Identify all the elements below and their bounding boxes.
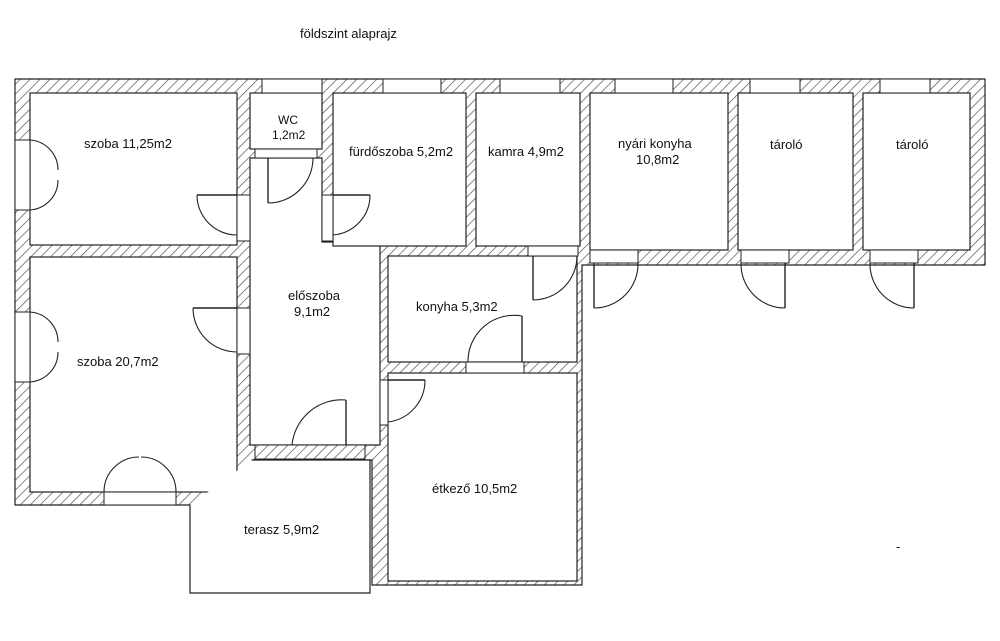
terrace-step — [254, 444, 366, 460]
label-furdoszoba: fürdőszoba 5,2m2 — [349, 144, 453, 159]
window-casement-lower — [29, 311, 59, 383]
window — [103, 491, 177, 506]
room-szoba-large — [29, 256, 238, 493]
window — [614, 78, 674, 94]
room-nyari-konyha — [589, 92, 729, 251]
door-szoba-large — [192, 307, 251, 355]
door-nyari-konyha — [589, 249, 639, 309]
window — [499, 78, 561, 94]
label-konyha: konyha 5,3m2 — [416, 299, 498, 314]
stray-dash: - — [896, 539, 900, 554]
label-eloszoba-area: 9,1m2 — [294, 304, 330, 319]
door-furdoszoba — [321, 194, 371, 242]
label-nyari-konyha: nyári konyha — [618, 136, 692, 151]
label-etkezo: étkező 10,5m2 — [432, 481, 517, 496]
window — [879, 78, 931, 94]
room-etkezo — [387, 372, 578, 582]
door-tarolo-1 — [740, 249, 790, 309]
window — [382, 78, 442, 94]
door-tarolo-2 — [869, 249, 919, 309]
label-nyari-konyha-area: 10,8m2 — [636, 152, 679, 167]
label-tarolo-1: tároló — [770, 137, 803, 152]
room-tarolo-1 — [737, 92, 854, 251]
window — [261, 78, 323, 94]
label-tarolo-2: tároló — [896, 137, 929, 152]
room-furdoszoba — [332, 92, 467, 247]
label-terasz: terasz 5,9m2 — [244, 522, 319, 537]
plan-title: földszint alaprajz — [300, 26, 397, 41]
door-wc — [254, 148, 318, 204]
room-szoba-small — [29, 92, 238, 246]
door-kamra — [527, 245, 579, 301]
label-kamra: kamra 4,9m2 — [488, 144, 564, 159]
terrace-outline — [189, 459, 371, 594]
door-etkezo — [379, 379, 426, 426]
window — [14, 311, 31, 383]
room-kamra — [475, 92, 581, 247]
door-konyha — [465, 314, 525, 374]
door-szoba-terrace — [103, 456, 177, 493]
door-szoba-small — [196, 194, 251, 242]
label-eloszoba: előszoba — [288, 288, 341, 303]
room-tarolo-2 — [862, 92, 971, 251]
door-entrance — [291, 399, 347, 446]
window — [749, 78, 801, 94]
label-szoba-small: szoba 11,25m2 — [84, 136, 172, 151]
label-wc: WC — [278, 113, 298, 127]
window — [14, 139, 31, 211]
label-szoba-large: szoba 20,7m2 — [77, 354, 159, 369]
room-konyha — [387, 255, 578, 363]
window-casement-upper — [29, 139, 59, 211]
room-wc — [249, 92, 323, 150]
label-wc-area: 1,2m2 — [272, 128, 306, 142]
